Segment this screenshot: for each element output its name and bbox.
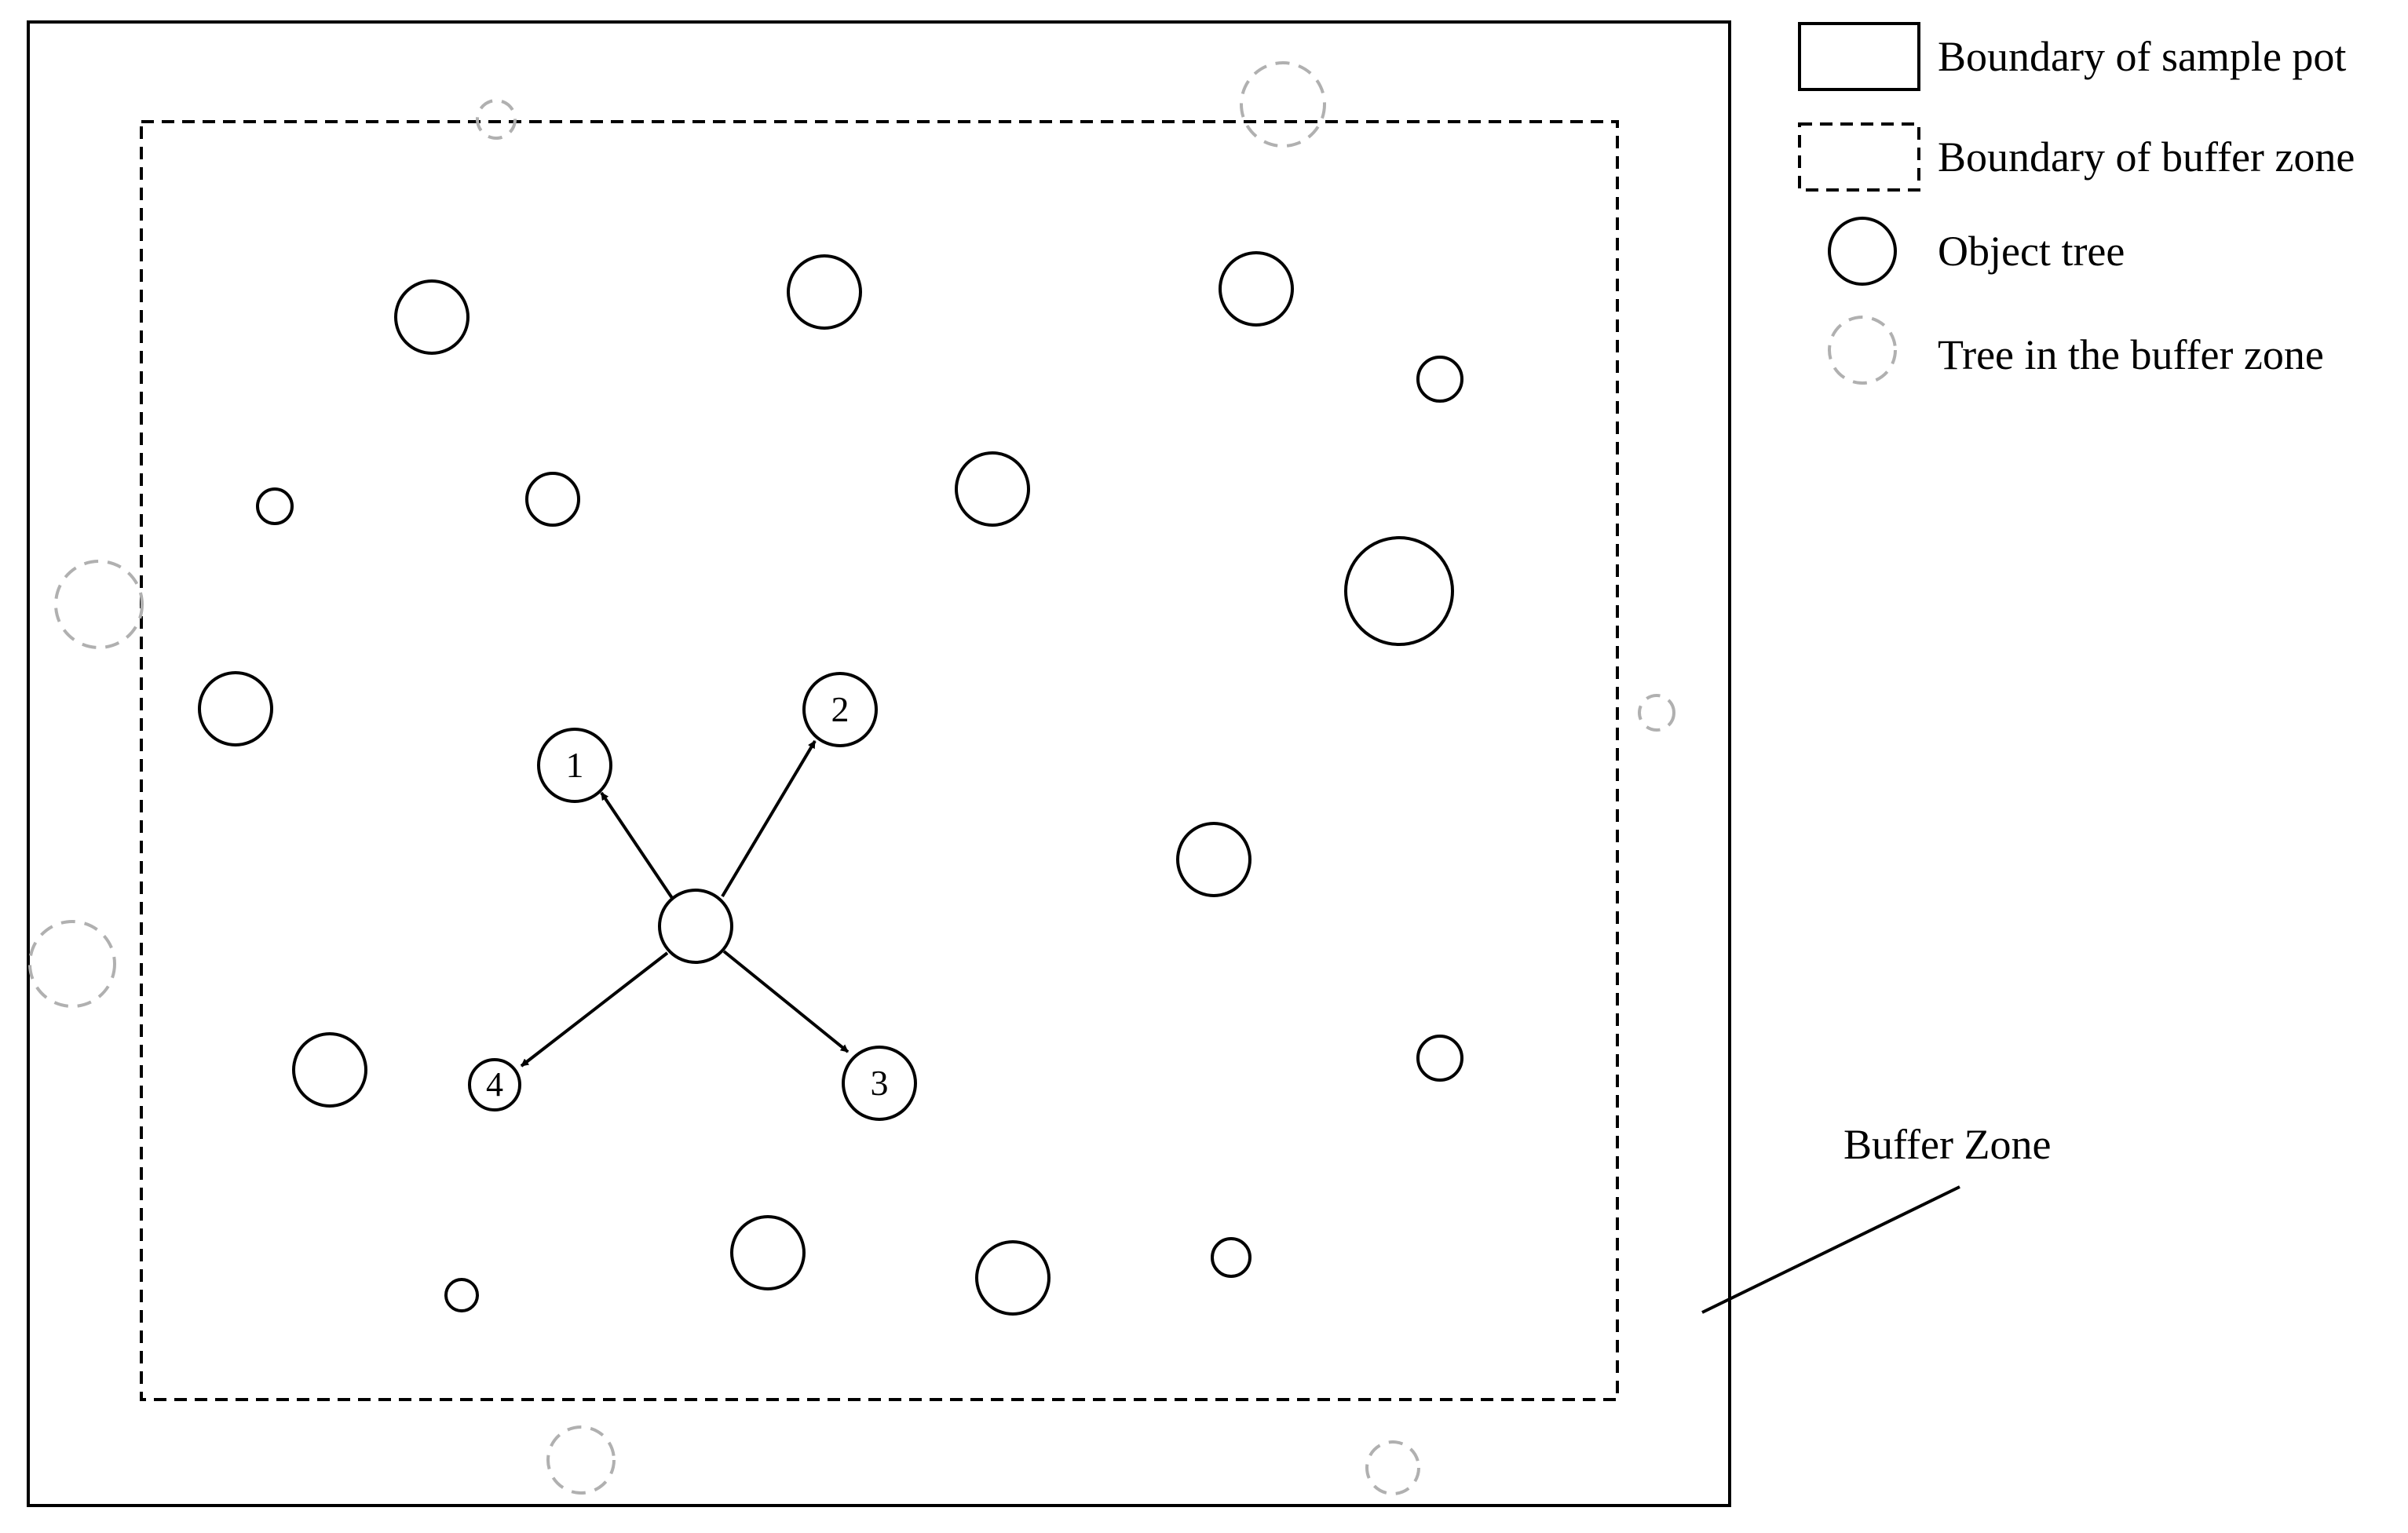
legend-label-buffer-boundary: Boundary of buffer zone (1938, 133, 2355, 181)
subject-tree (658, 889, 733, 964)
object-tree (787, 254, 862, 330)
object-tree (955, 451, 1030, 527)
neighbor-tree-1 (537, 728, 612, 803)
object-tree (394, 279, 470, 355)
object-tree (1176, 822, 1252, 897)
arrow-to-neighbor-4 (520, 951, 669, 1068)
object-tree (730, 1215, 806, 1290)
legend-swatch-buffer-boundary (1798, 122, 1920, 192)
legend-swatch-object-tree (1828, 217, 1897, 286)
object-tree (1211, 1237, 1252, 1278)
buffer-tree (28, 920, 116, 1008)
legend-swatch-sample-plot (1798, 22, 1920, 91)
arrow-to-neighbor-3 (722, 950, 850, 1053)
buffer-tree (54, 560, 144, 649)
object-tree (975, 1240, 1051, 1316)
object-tree (444, 1278, 479, 1312)
neighbor-label-3: 3 (871, 1063, 889, 1103)
legend-label-sample-plot: Boundary of sample pot (1938, 33, 2346, 80)
neighbor-tree-3 (842, 1046, 917, 1121)
legend: Boundary of sample pot Boundary of buffe… (1798, 22, 2355, 385)
neighbor-tree-2 (802, 672, 878, 747)
object-tree (1344, 536, 1454, 646)
object-tree (525, 472, 580, 527)
buffer-tree (1240, 61, 1326, 148)
legend-swatch-buffer-tree (1828, 316, 1897, 385)
object-tree (292, 1032, 367, 1108)
buffer-zone-label: Buffer Zone (1843, 1121, 2051, 1168)
object-trees (198, 251, 1463, 1316)
buffer-tree (1638, 694, 1675, 732)
buffer-tree (546, 1425, 616, 1495)
object-tree (198, 671, 273, 746)
arrow-to-neighbor-2 (721, 739, 817, 898)
neighbor-label-1: 1 (566, 745, 584, 785)
buffer-tree (476, 99, 517, 140)
neighbor-label-2: 2 (831, 689, 850, 729)
sample-plot-boundary (27, 20, 1731, 1507)
object-tree (1219, 251, 1294, 327)
neighbor-arrows (520, 739, 850, 1068)
buffer-tree (1365, 1440, 1420, 1495)
buffer-zone-boundary (140, 120, 1619, 1401)
object-tree (256, 487, 294, 525)
neighbor-tree-4 (468, 1058, 521, 1111)
buffer-zone-trees (28, 61, 1675, 1495)
legend-label-buffer-tree: Tree in the buffer zone (1938, 331, 2324, 378)
legend-label-object-tree: Object tree (1938, 228, 2125, 275)
object-tree (1416, 356, 1463, 403)
buffer-zone-leader-line (1701, 1185, 1960, 1314)
arrow-to-neighbor-1 (600, 791, 674, 900)
object-tree (1416, 1035, 1463, 1082)
neighbor-label-4: 4 (486, 1065, 503, 1104)
